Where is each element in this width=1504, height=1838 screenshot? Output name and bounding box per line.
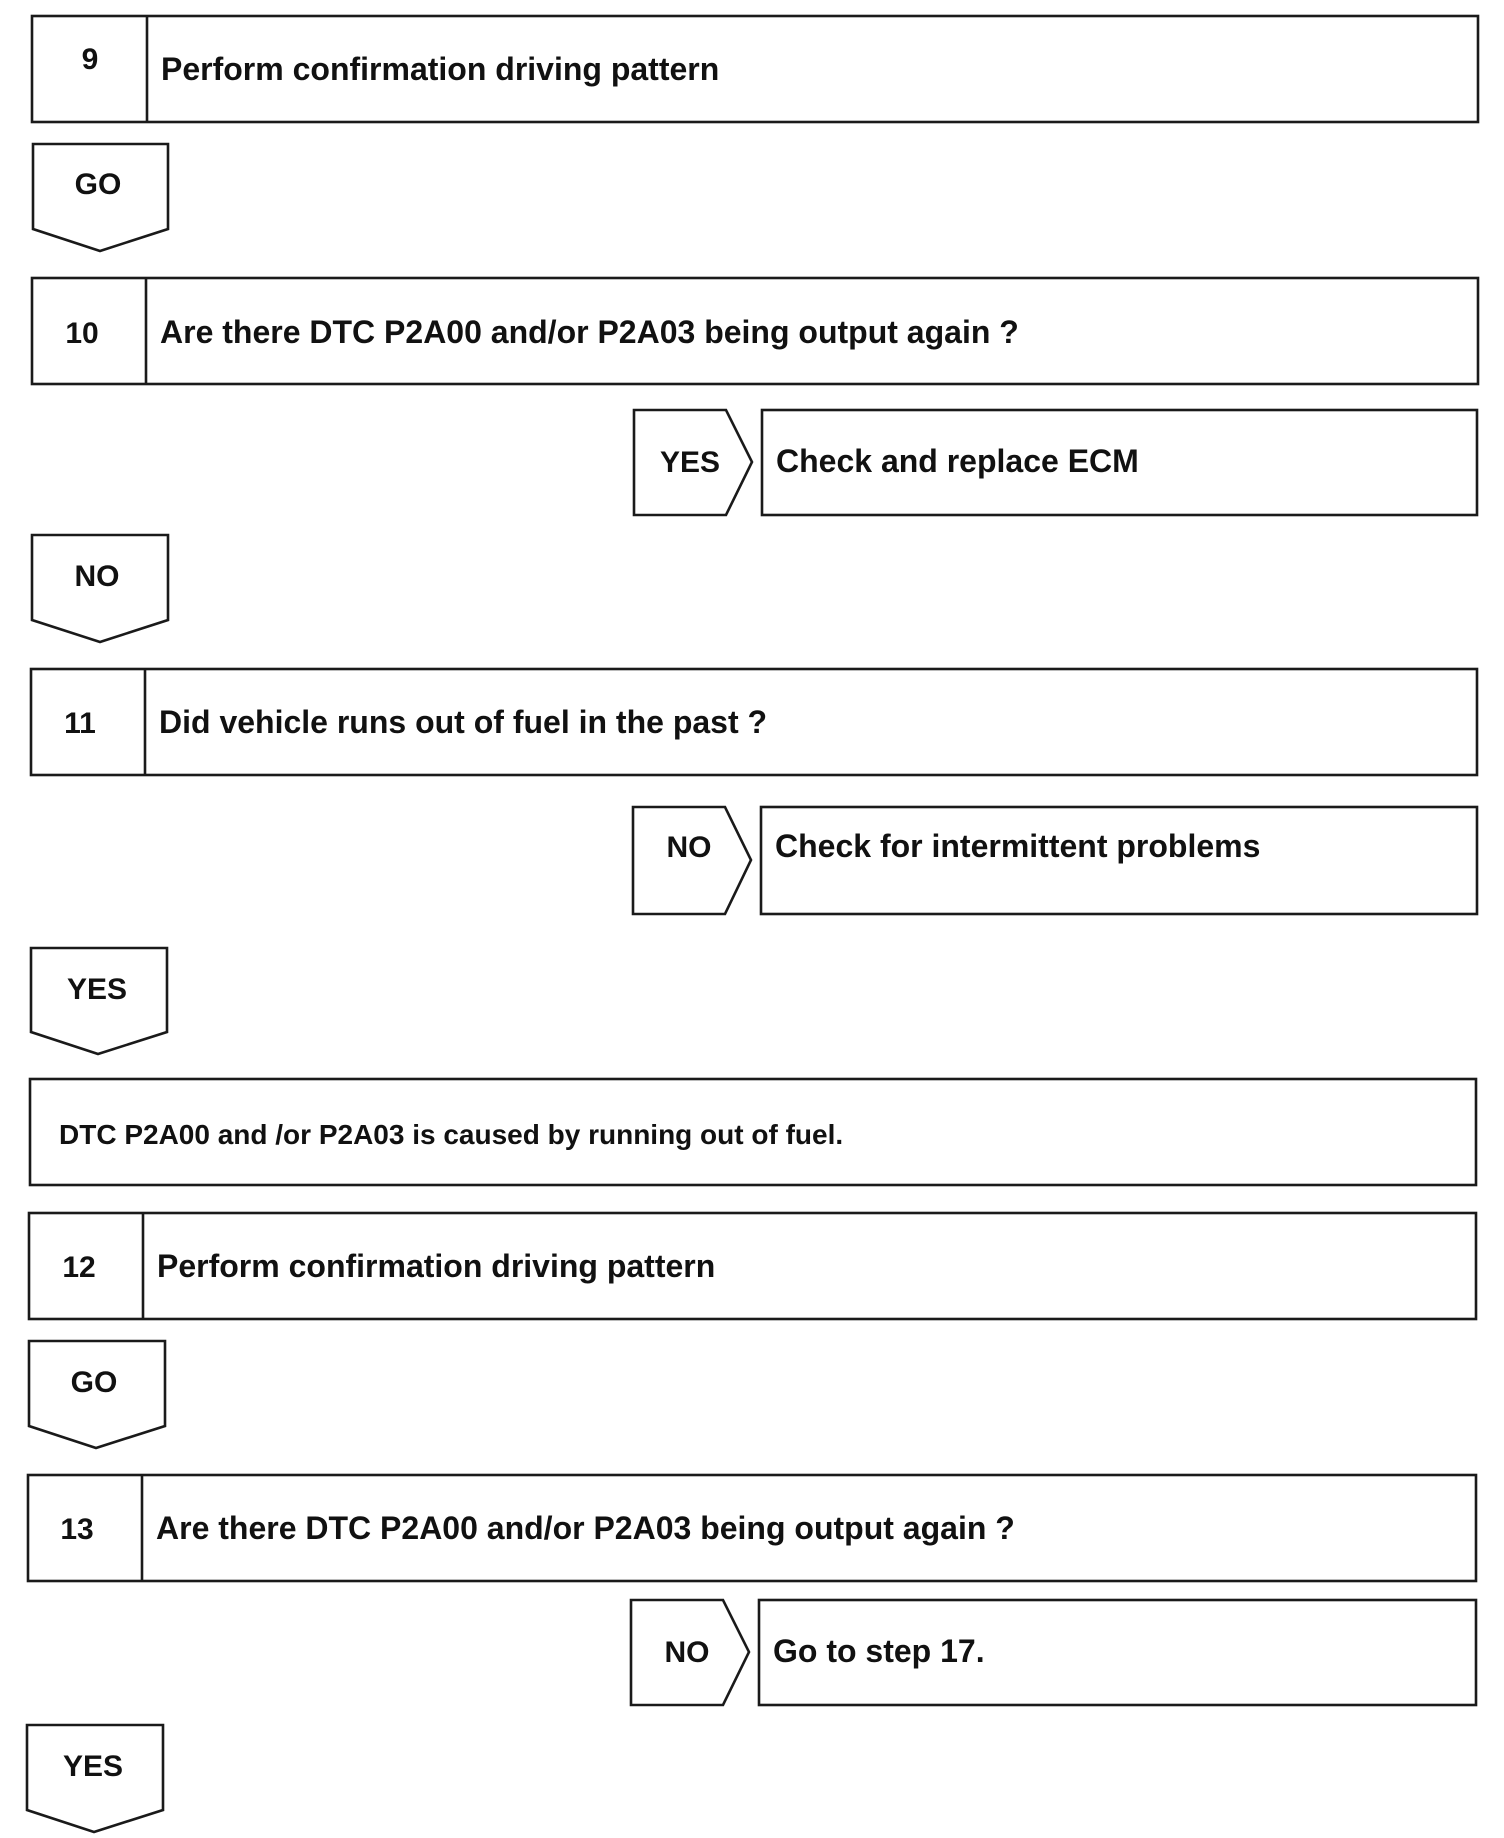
connector-label: YES [67,973,127,1006]
branch-label: NO [665,1636,710,1669]
step-9: 9 Perform confirmation driving pattern [30,14,1480,124]
step-number: 10 [65,317,98,350]
branch-yes-check-ecm: YES Check and replace ECM [632,408,1479,517]
note-text: DTC P2A00 and /or P2A03 is caused by run… [59,1119,843,1150]
branch-label: NO [667,831,712,864]
step-text: Are there DTC P2A00 and/or P2A03 being o… [160,314,1019,350]
branch-result: Check and replace ECM [776,443,1139,479]
branch-no-intermittent: NO Check for intermittent problems [631,805,1479,916]
step-text: Are there DTC P2A00 and/or P2A03 being o… [156,1510,1015,1546]
branch-result: Go to step 17. [773,1633,985,1669]
branch-no-go-to-17: NO Go to step 17. [629,1598,1478,1707]
flow-yes-connector: YES [29,946,169,1056]
step-12: 12 Perform confirmation driving pattern [27,1211,1478,1321]
connector-label: GO [71,1366,118,1399]
step-number: 9 [82,43,99,76]
branch-label: YES [660,446,720,479]
step-text: Perform confirmation driving pattern [157,1248,715,1284]
step-number: 12 [62,1251,95,1284]
step-number: 11 [64,707,96,740]
connector-label: GO [75,168,122,201]
step-10: 10 Are there DTC P2A00 and/or P2A03 bein… [30,276,1480,386]
connector-label: NO [75,560,120,593]
connector-label: YES [63,1750,123,1783]
flow-no-connector: NO [30,533,170,644]
flow-yes-connector: YES [25,1723,165,1834]
note-box: DTC P2A00 and /or P2A03 is caused by run… [28,1077,1478,1187]
flow-go-connector: GO [31,142,170,253]
step-11: 11 Did vehicle runs out of fuel in the p… [29,667,1479,777]
branch-result: Check for intermittent problems [775,828,1260,864]
step-13: 13 Are there DTC P2A00 and/or P2A03 bein… [26,1473,1478,1583]
step-text: Perform confirmation driving pattern [161,51,719,87]
step-text: Did vehicle runs out of fuel in the past… [159,704,767,740]
flow-go-connector: GO [27,1339,167,1450]
step-number: 13 [60,1513,93,1546]
